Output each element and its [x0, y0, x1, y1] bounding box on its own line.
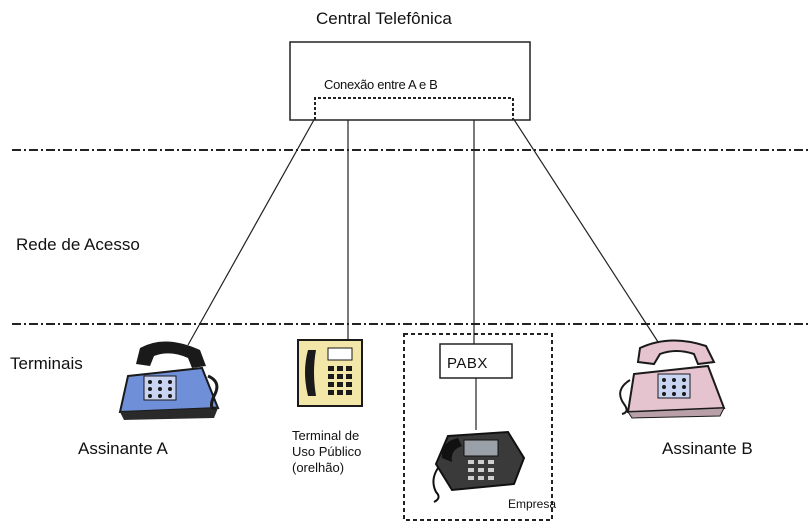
line-subscriber-b [512, 117, 661, 346]
desk-phone-icon [118, 341, 220, 420]
public-terminal-label-line: (orelhão) [292, 460, 345, 475]
office-phone-icon [432, 430, 526, 503]
subscriber-b-label: Assinante B [662, 439, 753, 458]
connection-path [314, 97, 514, 120]
line-subscriber-a [187, 117, 316, 346]
public-terminal-label-line: Uso Público [292, 444, 362, 459]
public-terminal-label-line: Terminal de [292, 428, 360, 443]
central-box [289, 41, 531, 121]
company-label: Empresa [508, 497, 557, 511]
pabx-box [439, 343, 513, 379]
public-terminal-label: Terminal de Uso Público (orelhão) [292, 428, 382, 476]
company-box [403, 333, 553, 521]
terminals-label: Terminais [10, 354, 83, 373]
desk-phone-icon [619, 339, 726, 419]
diagram-title: Central Telefônica [316, 9, 452, 28]
pabx-label: PABX [447, 355, 488, 372]
subscriber-a-label: Assinante A [78, 439, 168, 458]
connection-label: Conexão entre A e B [324, 77, 438, 92]
payphone-icon [297, 339, 363, 407]
access-network-label: Rede de Acesso [16, 235, 140, 254]
